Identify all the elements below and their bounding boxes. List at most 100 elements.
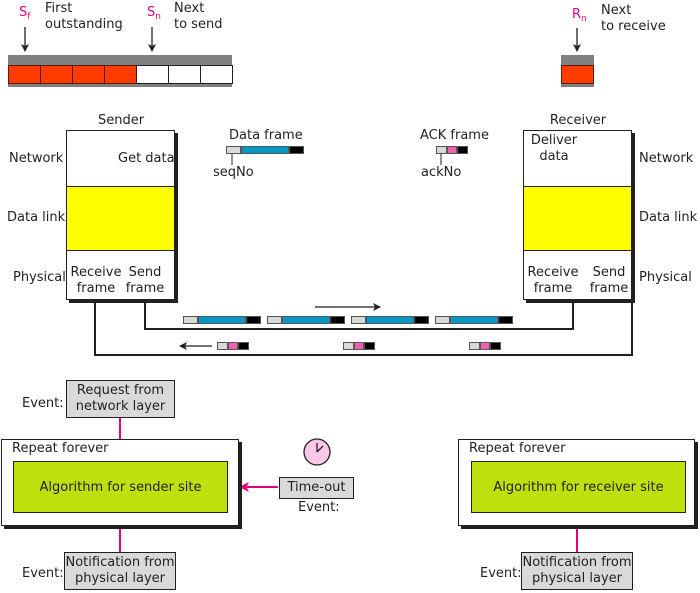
outstanding-slot — [8, 65, 41, 84]
timeout-event-box: Time-out — [279, 477, 354, 499]
frame-header — [217, 342, 228, 350]
frame-trailer — [498, 316, 513, 324]
frame-payload — [480, 342, 490, 350]
receiver-window-slot — [561, 65, 594, 84]
sf-label: Sf — [19, 5, 30, 22]
receiver-layer-network: Network — [639, 151, 694, 166]
request-line1: Request from — [76, 383, 165, 398]
frame-header — [343, 342, 354, 350]
frame-header — [435, 316, 450, 324]
request-event-label: Event: — [22, 396, 64, 411]
receiver-repeat-label: Repeat forever — [469, 441, 566, 456]
sender-receive-frame-label: Receive frame — [70, 265, 122, 297]
rn-symbol: R — [572, 7, 582, 22]
request-line2: network layer — [75, 399, 166, 414]
rreceive-line2: frame — [533, 281, 573, 296]
receive-line1: Receive — [70, 265, 122, 280]
notification-event-box: Notification from physical layer — [64, 552, 176, 590]
receiver-notification-event-label: Event: — [480, 566, 522, 581]
frame-header — [267, 316, 282, 324]
frame-trailer — [289, 146, 304, 154]
sender-data-link-layer — [67, 186, 174, 251]
sf-desc-line2: outstanding — [45, 17, 123, 32]
clock-icon — [303, 438, 331, 466]
rn-description: Next to receive — [601, 3, 666, 35]
rnotification-line1: Notification from — [522, 555, 632, 570]
receiver-data-link-layer — [524, 186, 631, 251]
sn-desc-line2: to send — [174, 17, 223, 32]
frame-payload — [366, 316, 414, 324]
sn-subscript: n — [155, 12, 161, 22]
sender-title: Sender — [97, 113, 145, 128]
frame-payload — [241, 146, 289, 154]
sn-desc-line1: Next — [174, 1, 205, 16]
sn-label: Sn — [147, 5, 161, 22]
frame-header — [436, 146, 447, 154]
ackno-label: ackNo — [421, 165, 462, 180]
ack-frame-legend-label: ACK frame — [420, 128, 489, 143]
frame-trailer — [246, 316, 261, 324]
frame-trailer — [238, 342, 249, 350]
frame-trailer — [457, 146, 468, 154]
rn-subscript: n — [581, 14, 587, 24]
frame-payload — [282, 316, 330, 324]
deliver-line1: Deliver — [530, 133, 578, 148]
frame-payload — [198, 316, 246, 324]
outstanding-slot — [104, 65, 137, 84]
request-event-box: Request from network layer — [66, 380, 175, 418]
receiver-layer-physical: Physical — [639, 270, 692, 285]
frame-header — [469, 342, 480, 350]
data-channel-line — [144, 300, 574, 330]
receiver-receive-frame-label: Receive frame — [526, 265, 580, 297]
rn-label: Rn — [572, 7, 587, 24]
sender-layer-data-link: Data link — [7, 210, 66, 225]
empty-slot — [136, 65, 169, 84]
seqno-label: seqNo — [213, 165, 254, 180]
frame-trailer — [414, 316, 429, 324]
timeout-event-label: Event: — [298, 500, 340, 515]
deliver-line2: data — [539, 149, 569, 164]
notification-line2: physical layer — [74, 571, 166, 586]
empty-slot — [168, 65, 201, 84]
sn-description: Next to send — [174, 1, 222, 33]
sender-stack — [66, 130, 175, 300]
rsend-line1: Send — [592, 265, 626, 280]
rn-desc-line1: Next — [601, 3, 632, 18]
sf-description: First outstanding — [45, 1, 123, 33]
rnotification-line2: physical layer — [531, 571, 623, 586]
notification-line1: Notification from — [65, 555, 175, 570]
frame-header — [183, 316, 198, 324]
receive-line2: frame — [76, 281, 116, 296]
frame-payload — [450, 316, 498, 324]
sender-layer-physical: Physical — [13, 270, 66, 285]
ack-channel-line — [94, 300, 633, 356]
receiver-layer-data-link: Data link — [639, 210, 698, 225]
sf-symbol: S — [19, 5, 28, 20]
sender-send-frame-label: Send frame — [124, 265, 166, 297]
receiver-notification-event-box: Notification from physical layer — [521, 552, 633, 590]
outstanding-slot — [72, 65, 105, 84]
sender-layer-network: Network — [9, 151, 64, 166]
receiver-send-frame-label: Send frame — [588, 265, 630, 297]
send-line2: frame — [125, 281, 165, 296]
data-frame-legend-label: Data frame — [229, 128, 303, 143]
sender-repeat-label: Repeat forever — [12, 441, 109, 456]
send-line1: Send — [128, 265, 162, 280]
frame-header — [226, 146, 241, 154]
receiver-title: Receiver — [549, 113, 607, 128]
notification-event-label: Event: — [22, 566, 64, 581]
rsend-line2: frame — [589, 281, 629, 296]
frame-header — [351, 316, 366, 324]
frame-payload — [354, 342, 364, 350]
get-data-label: Get data — [118, 151, 175, 166]
outstanding-slot — [40, 65, 73, 84]
frame-trailer — [364, 342, 375, 350]
frame-trailer — [490, 342, 501, 350]
frame-payload — [447, 146, 457, 154]
sf-subscript: f — [27, 12, 31, 22]
deliver-data-label: Deliver data — [526, 133, 582, 165]
frame-payload — [228, 342, 238, 350]
frame-trailer — [330, 316, 345, 324]
receiver-algorithm-box: Algorithm for receiver site — [471, 461, 686, 513]
empty-slot — [200, 65, 233, 84]
